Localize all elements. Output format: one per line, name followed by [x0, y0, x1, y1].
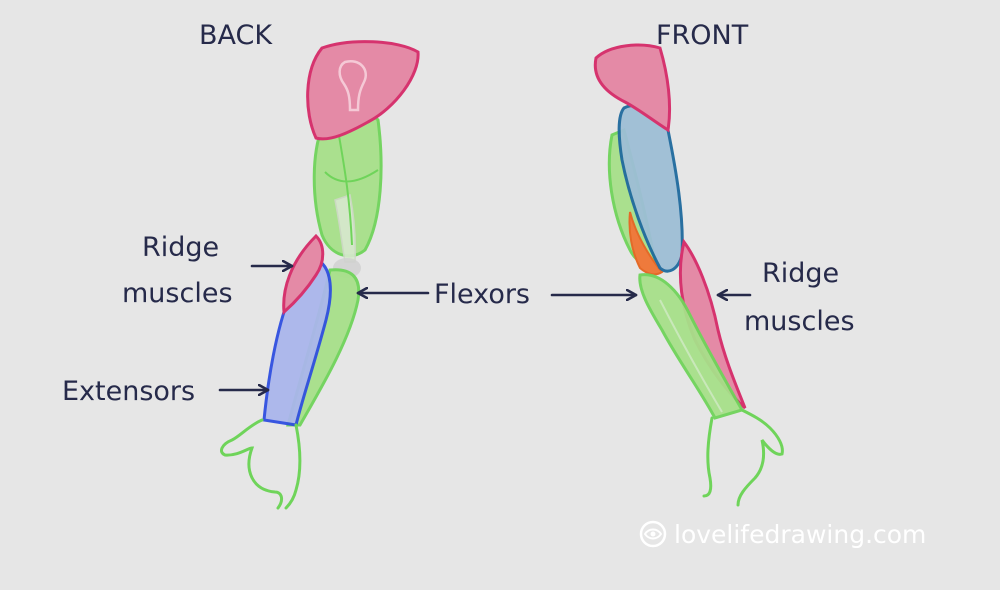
watermark-text: lovelifedrawing.com — [674, 520, 926, 549]
watermark: lovelifedrawing.com — [639, 520, 926, 549]
back-arm — [220, 40, 420, 510]
front-deltoid-muscle — [593, 43, 672, 133]
back-heading: BACK — [199, 20, 273, 51]
ridge-muscles-front-label-line1: Ridge — [762, 258, 839, 289]
back-deltoid-muscle — [306, 40, 420, 141]
front-heading: FRONT — [656, 20, 749, 51]
ridge-muscles-back-label-line1: Ridge — [142, 232, 219, 263]
front-hand — [702, 408, 784, 507]
front-brachialis-muscle — [628, 211, 664, 276]
extensors-label: Extensors — [62, 376, 195, 407]
ridge-muscles-front-label-line2: muscles — [744, 306, 855, 337]
flexors-label: Flexors — [434, 279, 530, 310]
eye-logo-icon — [639, 520, 667, 548]
back-hand — [220, 418, 302, 510]
ridge-muscles-back-label-line2: muscles — [122, 278, 233, 309]
front-arm — [593, 43, 784, 507]
